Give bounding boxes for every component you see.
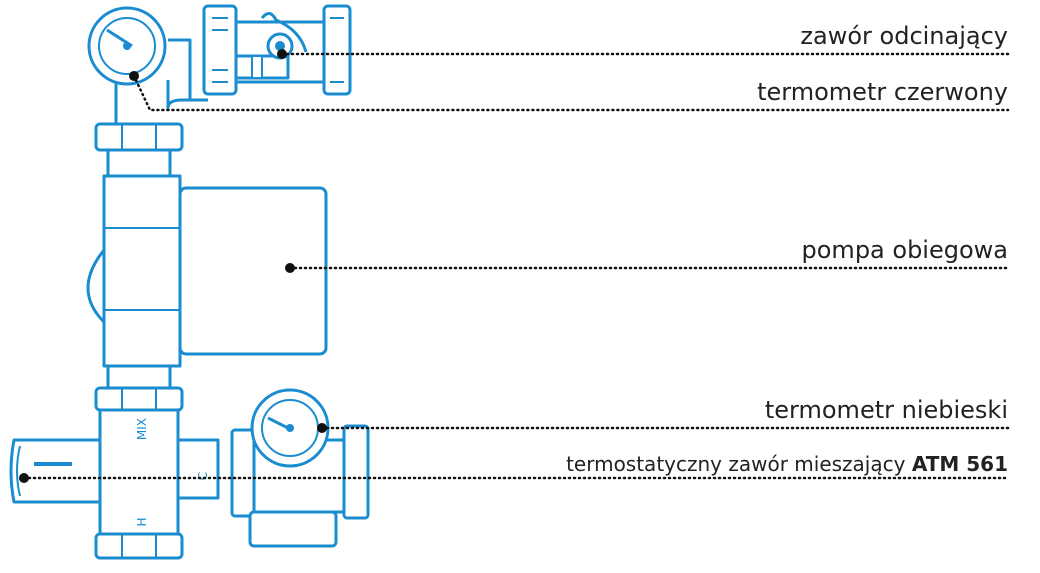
upper-coupling	[106, 148, 172, 178]
dot-pump	[285, 263, 295, 273]
mix-marking: MIX	[135, 418, 149, 440]
shutoff-valve-lever	[260, 12, 308, 53]
shutoff-valve-stem	[251, 55, 263, 79]
side-union-left	[230, 428, 256, 518]
bottom-nut	[94, 532, 184, 560]
dot-blue-thermometer	[317, 423, 327, 433]
label-pump: pompa obiegowa	[801, 236, 1008, 264]
leader-red-thermometer	[132, 74, 1010, 112]
mixing-valve-body	[98, 408, 180, 536]
red-thermometer-hub	[123, 42, 131, 50]
leader-lines	[22, 52, 1010, 480]
shutoff-valve-union-left	[202, 4, 238, 96]
dot-mixing-valve	[19, 473, 29, 483]
lower-nut	[94, 386, 184, 412]
shutoff-valve-knob-center	[275, 41, 285, 51]
shutoff-valve-union-right	[322, 4, 352, 96]
c-marking: C	[196, 472, 210, 480]
side-union-right	[342, 424, 370, 520]
mixing-valve-c-port	[176, 438, 220, 500]
upper-nut	[94, 122, 184, 152]
elbow-pipe-upper	[168, 38, 192, 100]
side-valve-bottom-nut	[248, 510, 338, 548]
label-blue-thermometer: termometr niebieski	[764, 396, 1008, 424]
hydraulic-assembly	[9, 4, 370, 560]
label-mixing-valve-model: ATM 561	[911, 452, 1008, 476]
blue-thermometer-hub	[286, 424, 294, 432]
leader-dots	[19, 49, 327, 483]
pump-housing-seams	[104, 227, 180, 311]
lower-nut-faces	[121, 388, 157, 410]
union-left-grooves	[212, 17, 228, 83]
lower-coupling	[106, 364, 172, 392]
elbow-pipe	[114, 80, 208, 124]
label-red-thermometer: termometr czerwony	[757, 78, 1008, 106]
label-shutoff-valve: zawór odcinający	[800, 22, 1008, 50]
thermostatic-head-grip	[16, 445, 21, 497]
pump-motor	[178, 186, 328, 356]
upper-nut-faces	[121, 124, 157, 150]
pump-housing	[102, 174, 182, 368]
dot-red-thermometer	[129, 71, 139, 81]
h-marking: H	[135, 517, 149, 526]
red-thermometer-face	[98, 17, 156, 75]
pump-volute	[86, 249, 106, 324]
union-right-grooves	[330, 17, 344, 83]
bottom-nut-faces	[121, 534, 157, 558]
mixing-valve-thermostatic-head	[9, 438, 102, 504]
label-mixing-valve: termostatyczny zawór mieszający ATM 561	[566, 452, 1008, 476]
label-mixing-valve-text: termostatyczny zawór mieszający	[566, 452, 906, 476]
dot-shutoff-valve	[277, 49, 287, 59]
